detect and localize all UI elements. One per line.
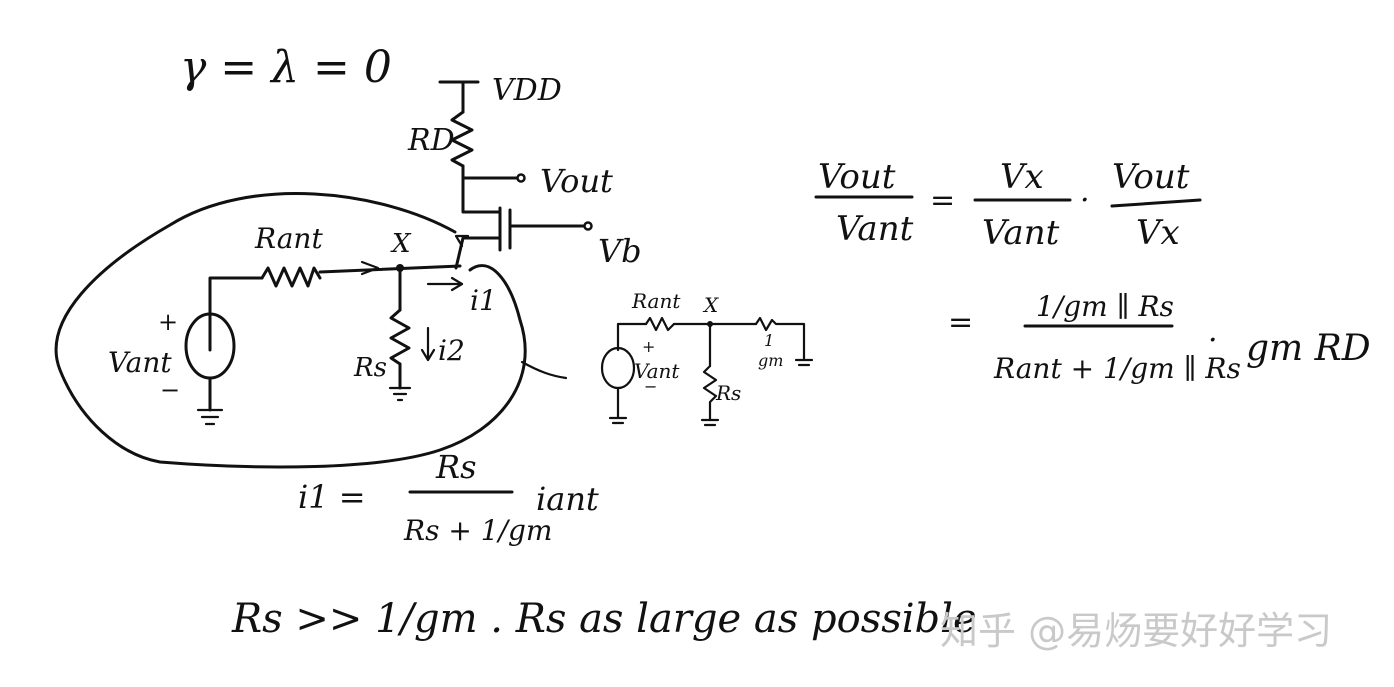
rant-resistor	[260, 266, 322, 288]
eq-sign-2: =	[948, 305, 973, 340]
pointer-line	[520, 360, 568, 380]
current-numerator: Rs	[435, 448, 477, 486]
vant-label: Vant	[108, 346, 172, 379]
dot-2: ·	[1208, 323, 1218, 358]
bottom-note: Rs >> 1/gm . Rs as large as possible	[231, 596, 977, 642]
rd-label: RD	[407, 123, 455, 158]
lhs-denominator: Vant	[836, 209, 914, 249]
i1-label: i1	[470, 284, 497, 317]
main-circuit: VDD RD Vout Vb Rant X i1	[54, 73, 642, 469]
vdd-label: VDD	[492, 73, 562, 108]
f1-numerator: Vx	[1000, 157, 1044, 197]
gate-terminal	[583, 221, 593, 231]
small-vant-minus: −	[644, 377, 657, 396]
small-vant-ground	[608, 386, 628, 425]
source-node-wire	[318, 264, 462, 274]
vant-ground	[196, 408, 224, 426]
assumption-equation: γ = λ = 0	[180, 42, 392, 93]
rs-label: Rs	[353, 353, 387, 383]
vant-minus: −	[160, 376, 180, 404]
current-equation: i1 = Rs Rs + 1/gm iant	[298, 448, 599, 547]
small-gm-ground	[794, 358, 814, 367]
small-gm-resistor	[754, 316, 806, 362]
rs-resistor	[389, 308, 411, 366]
watermark-text: 知乎 @易炀要好好学习	[940, 609, 1332, 653]
i1-arrow-head	[450, 276, 464, 292]
rs-ground	[388, 386, 412, 402]
vout-terminal	[516, 173, 526, 183]
f3-numerator: 1/gm ∥ Rs	[1036, 290, 1174, 323]
lhs-numerator: Vout	[818, 157, 896, 197]
f2-fraction-bar	[1110, 198, 1202, 208]
i2-label: i2	[438, 334, 465, 367]
small-rant-label: Rant	[631, 289, 681, 313]
rant-label: Rant	[254, 222, 323, 255]
eq-sign-1: =	[930, 183, 955, 218]
small-vant-wire	[616, 322, 648, 352]
node-x-label: X	[390, 229, 412, 259]
gain-tail: gm RD	[1246, 328, 1371, 369]
small-rs-label: Rs	[715, 381, 741, 405]
iant-arrow	[360, 260, 380, 276]
small-node-label: X	[702, 293, 719, 317]
drain-lead	[461, 203, 502, 214]
dot-1: ·	[1080, 183, 1090, 218]
small-vant-source	[600, 346, 636, 390]
small-rant-resistor	[644, 316, 676, 332]
f1-denominator: Vant	[982, 213, 1060, 253]
small-gm-den: gm	[758, 351, 783, 370]
f3-denominator: Rant + 1/gm ∥ Rs	[993, 352, 1241, 385]
f2-denominator: Vx	[1136, 213, 1180, 253]
i1-lhs: i1 =	[298, 478, 366, 516]
current-tail: iant	[536, 480, 599, 518]
small-rs-resistor	[702, 364, 718, 422]
i2-arrow	[420, 326, 436, 362]
source-lead	[454, 236, 502, 270]
vout-label: Vout	[540, 162, 613, 200]
equivalent-circuit: Rant X 1 gm Rs + − Vant	[600, 289, 814, 427]
source-arrow	[454, 234, 470, 248]
current-denominator: Rs + 1/gm	[403, 514, 552, 547]
gain-equation: Vout Vant = Vx Vant · Vout Vx = 1/gm ∥ R…	[814, 157, 1371, 385]
small-vant-label: Vant	[634, 359, 680, 383]
vant-top-wire	[208, 276, 264, 352]
small-vant-plus: +	[642, 337, 655, 356]
f2-numerator: Vout	[1112, 157, 1190, 197]
small-rs-ground	[700, 418, 720, 427]
vant-plus: +	[158, 308, 178, 336]
rd-resistor	[450, 110, 474, 168]
vb-label: Vb	[598, 232, 642, 270]
small-gm-num: 1	[764, 331, 774, 350]
